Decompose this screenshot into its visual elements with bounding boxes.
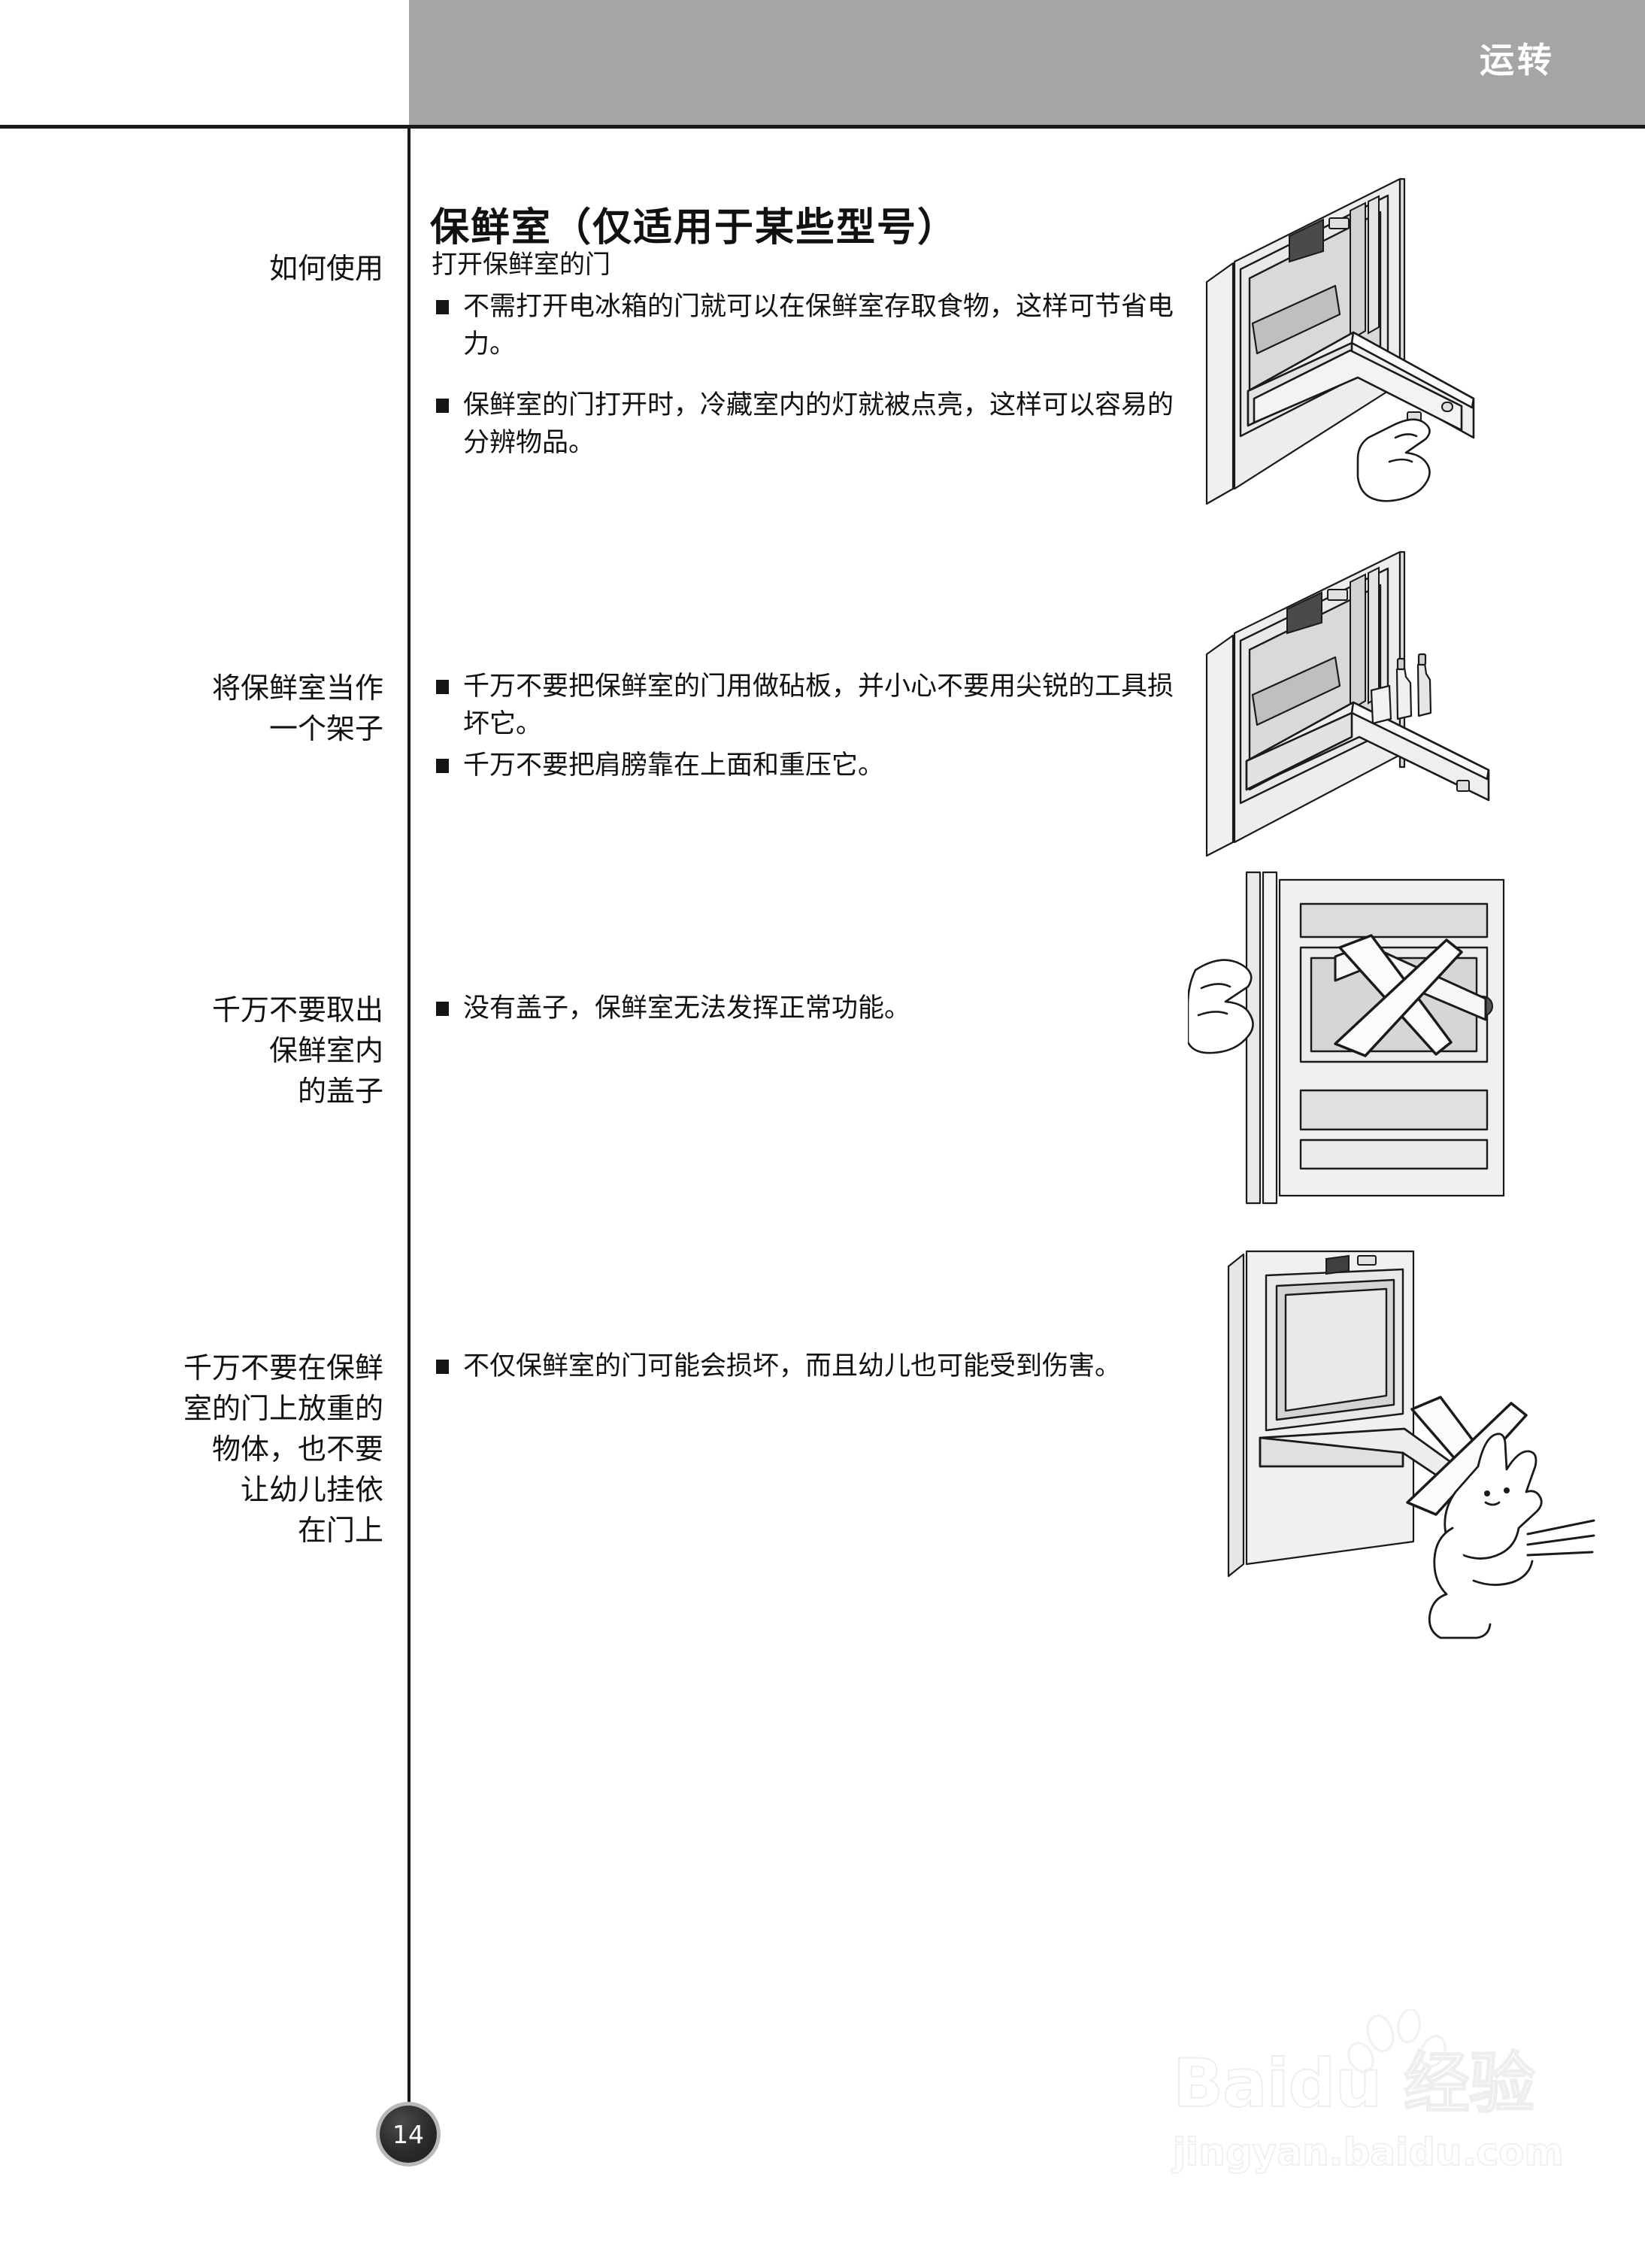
baidu-jingyan-watermark: Baidu 经验 jingyan.baidu.com [1172, 2009, 1594, 2218]
bullet-item: 千万不要把保鲜室的门用做砧板，并小心不要用尖锐的工具损坏它。 [432, 668, 1183, 744]
watermark-brand: Baidu 经验 [1172, 2044, 1536, 2123]
bullet-list: 不需打开电冰箱的门就可以在保鲜室存取食物，这样可节省电力。 保鲜室的门打开时，冷… [432, 288, 1183, 462]
bullet-text: 不需打开电冰箱的门就可以在保鲜室存取食物，这样可节省电力。 [463, 291, 1174, 359]
section-label-line: 一个架子 [268, 713, 383, 745]
bullet-list: 没有盖子，保鲜室无法发挥正常功能。 [432, 990, 1183, 1027]
section-label-do-not-remove-cover: 千万不要取出 保鲜室内 的盖子 [0, 991, 383, 1113]
bullet-item: 不需打开电冰箱的门就可以在保鲜室存取食物，这样可节省电力。 [432, 288, 1183, 364]
bullet-list: 千万不要把保鲜室的门用做砧板，并小心不要用尖锐的工具损坏它。 千万不要把肩膀靠在… [432, 668, 1183, 784]
section-label-line: 室的门上放重的 [183, 1393, 383, 1425]
section-lead-text: 打开保鲜室的门 [432, 251, 610, 279]
square-bullet-icon [436, 398, 449, 413]
bullet-text: 保鲜室的门打开时，冷藏室内的灯就被点亮，这样可以容易的分辨物品。 [463, 390, 1174, 458]
section-body-use-as-shelf: 千万不要把保鲜室的门用做砧板，并小心不要用尖锐的工具损坏它。 千万不要把肩膀靠在… [432, 668, 1183, 787]
section-label-line: 在门上 [297, 1515, 383, 1547]
bullet-item: 不仅保鲜室的门可能会损坏，而且幼儿也可能受到伤害。 [432, 1348, 1183, 1385]
section-body-do-not-hang-on-door: 不仅保鲜室的门可能会损坏，而且幼儿也可能受到伤害。 [432, 1348, 1183, 1385]
section-label-line: 物体，也不要 [211, 1433, 383, 1466]
section-label-line: 的盖子 [297, 1075, 383, 1108]
bullet-text: 千万不要把肩膀靠在上面和重压它。 [463, 750, 885, 780]
bullet-text: 不仅保鲜室的门可能会损坏，而且幼儿也可能受到伤害。 [463, 1351, 1122, 1381]
section-body-do-not-remove-cover: 没有盖子，保鲜室无法发挥正常功能。 [432, 990, 1183, 1027]
bullet-text: 千万不要把保鲜室的门用做砧板，并小心不要用尖锐的工具损坏它。 [463, 672, 1174, 739]
header-band [409, 0, 1645, 126]
baidu-paw-icon [1347, 2009, 1447, 2073]
column-divider [407, 129, 410, 2144]
square-bullet-icon [436, 299, 449, 314]
bullet-item: 千万不要把肩膀靠在上面和重压它。 [432, 747, 1183, 784]
section-label-line: 保鲜室内 [268, 1035, 383, 1067]
illustration-home-bar-child-hanging-prohibited [1188, 1241, 1609, 1692]
section-label-line: 千万不要取出 [211, 995, 383, 1026]
illustration-home-bar-open-door-hand [1203, 173, 1594, 511]
section-body-how-to-use: 打开保鲜室的门 不需打开电冰箱的门就可以在保鲜室存取食物，这样可节省电力。 保鲜… [432, 248, 1183, 462]
page-title: 保鲜室（仅适用于某些型号） [430, 205, 959, 250]
illustration-home-bar-remove-cover-prohibited [1188, 865, 1594, 1211]
square-bullet-icon [436, 758, 449, 773]
section-label-how-to-use: 如何使用 [0, 250, 383, 290]
section-label-line: 千万不要在保鲜 [183, 1353, 383, 1384]
illustration-home-bar-shelf-with-bottles [1203, 541, 1594, 857]
section-label-line: 如何使用 [268, 253, 383, 285]
section-label-line: 让幼儿挂依 [240, 1474, 383, 1506]
section-label-line: 将保鲜室当作 [211, 673, 383, 705]
square-bullet-icon [436, 1002, 449, 1016]
square-bullet-icon [436, 680, 449, 694]
bullet-text: 没有盖子，保鲜室无法发挥正常功能。 [463, 993, 911, 1023]
bullet-item: 没有盖子，保鲜室无法发挥正常功能。 [432, 990, 1183, 1027]
section-label-do-not-hang-on-door: 千万不要在保鲜 室的门上放重的 物体，也不要 让幼儿挂依 在门上 [0, 1349, 383, 1552]
header-horizontal-rule [0, 125, 1645, 129]
square-bullet-icon [436, 1360, 449, 1374]
bullet-list: 不仅保鲜室的门可能会损坏，而且幼儿也可能受到伤害。 [432, 1348, 1183, 1385]
section-label-use-as-shelf: 将保鲜室当作 一个架子 [0, 669, 383, 750]
header-section-tab-label: 运转 [1480, 40, 1555, 80]
watermark-url: jingyan.baidu.com [1172, 2130, 1565, 2175]
bullet-item: 保鲜室的门打开时，冷藏室内的灯就被点亮，这样可以容易的分辨物品。 [432, 387, 1183, 462]
page-number-badge: 14 [380, 2106, 437, 2163]
